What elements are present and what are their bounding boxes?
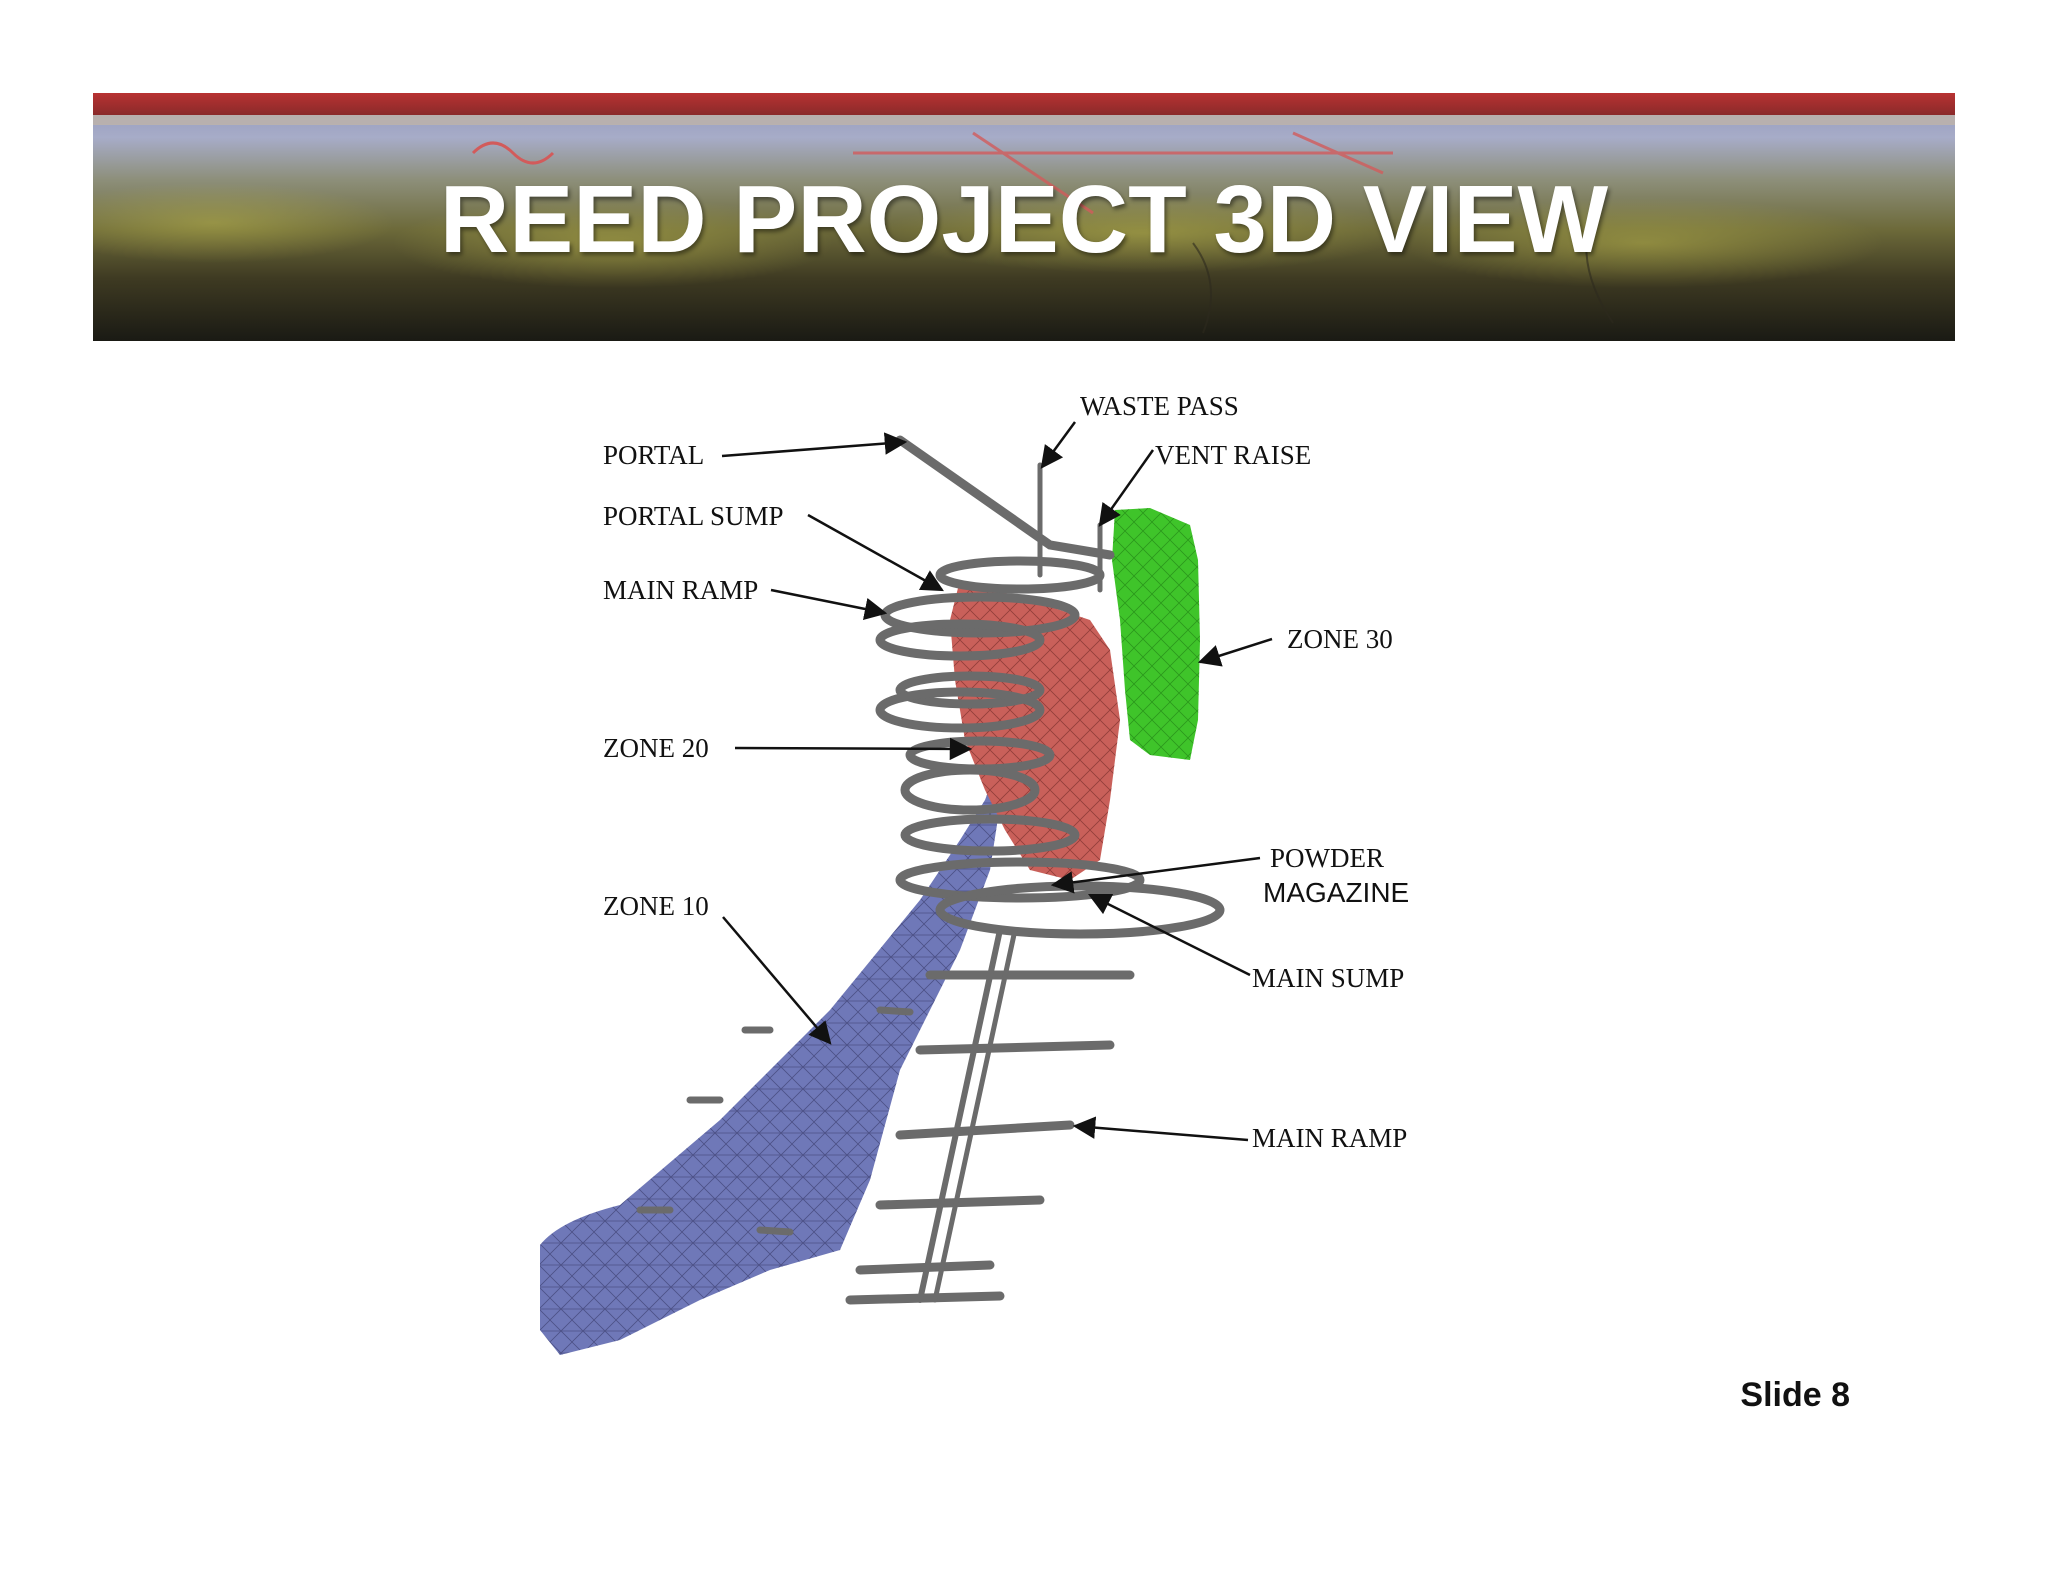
label-magazine: MAGAZINE [1263,877,1409,908]
ramp-tunnels [636,435,1225,1305]
slide-title: REED PROJECT 3D VIEW [439,166,1609,273]
arrow-zone-30 [1197,637,1273,667]
leader-arrows [721,421,1273,1142]
arrow-vent-raise [1098,449,1155,527]
arrow-powder-magazine [1050,856,1261,894]
label-powder: POWDER [1270,843,1384,873]
label-portal: PORTAL [603,440,704,470]
drill-core-photo [93,93,1955,341]
label-main-ramp-top: MAIN RAMP [603,575,758,605]
arrow-zone-10 [722,916,832,1045]
label-portal-sump: PORTAL SUMP [603,501,784,531]
header-banner: REED PROJECT 3D VIEW [93,93,1955,341]
label-waste-pass: WASTE PASS [1080,391,1239,421]
arrow-main-ramp-bottom [1072,1116,1249,1142]
label-vent-raise: VENT RAISE [1155,440,1311,470]
arrow-zone-20 [734,737,973,761]
arrow-main-ramp-top [770,588,888,621]
slide-number: Slide 8 [1740,1376,1850,1414]
arrow-waste-pass [1040,421,1077,469]
zone-30-body [1112,508,1200,760]
portal-tunnel [895,435,1115,560]
arrow-portal [721,432,908,458]
label-zone-30: ZONE 30 [1287,624,1393,654]
label-zone-10: ZONE 10 [603,891,709,921]
arrow-portal-sump [807,513,944,592]
label-main-ramp-bottom: MAIN RAMP [1252,1123,1407,1153]
arrow-main-sump [1087,893,1251,977]
label-zone-20: ZONE 20 [603,733,709,763]
zone-10-body [540,740,1010,1355]
label-main-sump: MAIN SUMP [1252,963,1404,993]
